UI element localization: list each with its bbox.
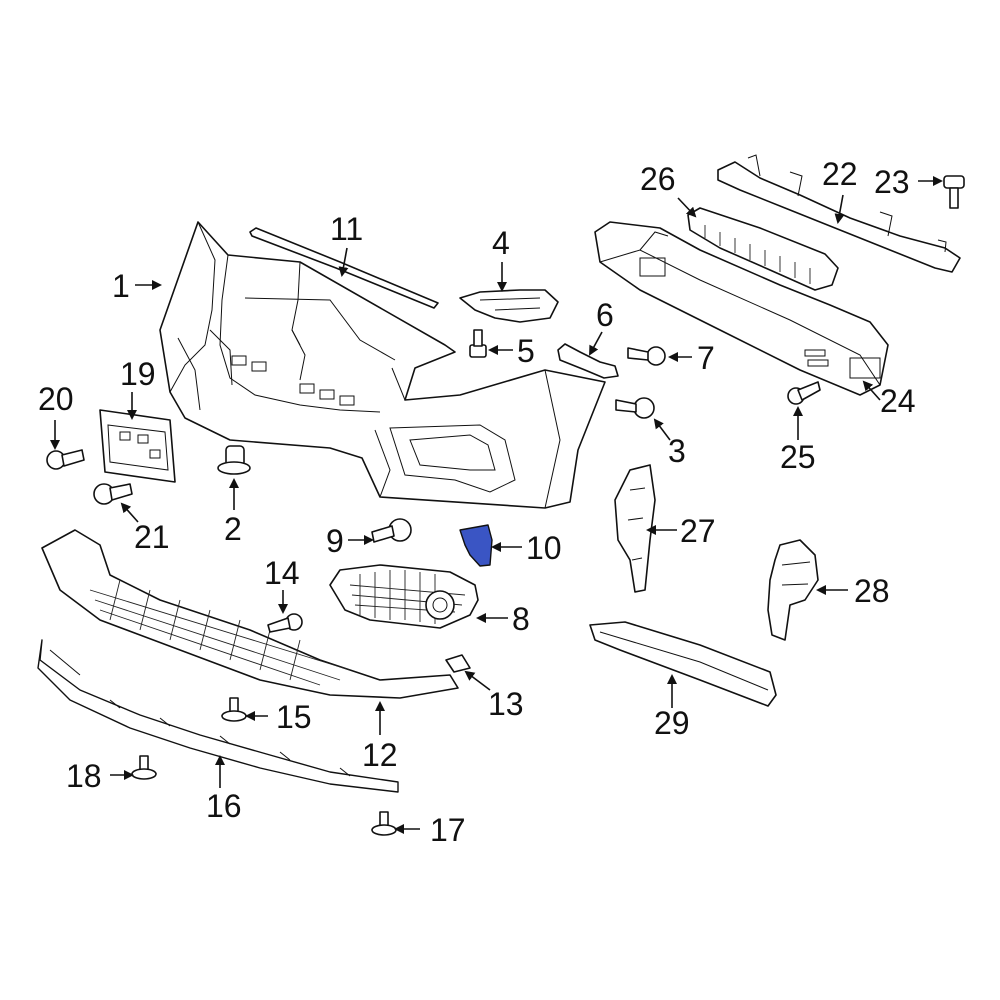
callout-8: 8 [512,601,530,637]
screw-21-part [93,483,133,505]
callout-1: 1 [112,268,130,304]
callout-9: 9 [326,523,344,559]
bolt-17-part [371,811,397,836]
bumper-cover-part [159,221,606,509]
callout-7: 7 [697,340,715,376]
clip-2-part [217,445,251,475]
callout-21: 21 [134,519,170,555]
callout-22: 22 [822,156,858,192]
callout-10: 10 [526,530,562,566]
callout-27: 27 [680,513,716,549]
callout-25: 25 [780,439,816,475]
leader-22 [834,194,845,224]
bracket-10-highlighted-part [459,524,493,567]
side-bracket-part [459,289,559,323]
lower-grille-12-part [41,529,459,699]
leader-6 [589,331,603,356]
callout-labels: 1 2 3 4 5 6 7 8 9 10 11 12 13 14 15 16 1… [38,156,916,848]
leader-21 [120,502,139,523]
callout-20: 20 [38,381,74,417]
clip-13-part [445,654,471,673]
clip-7-part [627,346,666,366]
leader-11 [338,247,349,277]
callout-3: 3 [668,433,686,469]
callout-17: 17 [430,812,466,848]
callout-28: 28 [854,573,890,609]
callout-4: 4 [492,225,510,261]
lower-cover-29-part [589,621,777,707]
bracket-28-part [767,539,819,641]
absorber-26-part [687,207,839,291]
bolt-25-part [787,381,821,405]
leader-26 [677,197,697,218]
bolt-14-part [267,613,303,633]
callout-24: 24 [880,383,916,419]
leader-13 [464,670,491,691]
bolt-20-part [46,449,85,470]
side-bracket-27-part [614,464,656,593]
screw-3-part [615,397,655,419]
callout-26: 26 [640,161,676,197]
leader-3 [653,418,671,441]
spacer-6-part [557,343,619,379]
bolt-9-part [371,518,412,543]
callout-18: 18 [66,758,102,794]
leader-lines [50,176,943,834]
callout-15: 15 [276,699,312,735]
callout-6: 6 [596,297,614,333]
bolt-18-part [131,755,157,780]
callout-16: 16 [206,788,242,824]
lip-spoiler-16-part [37,639,399,793]
callout-23: 23 [874,164,910,200]
callout-14: 14 [264,555,300,591]
bolt-15-part [221,697,247,722]
callout-29: 29 [654,705,690,741]
bolt-23-part [943,175,965,209]
reinforcement-beam-part [594,221,889,396]
callout-12: 12 [362,737,398,773]
grille-8-part [329,564,479,629]
leader-24 [862,380,881,401]
callout-2: 2 [224,511,242,547]
callout-19: 19 [120,356,156,392]
callout-13: 13 [488,686,524,722]
callout-11: 11 [330,211,363,247]
callout-5: 5 [517,333,535,369]
fastener-5-part [469,329,487,358]
license-bracket-part [99,409,176,483]
